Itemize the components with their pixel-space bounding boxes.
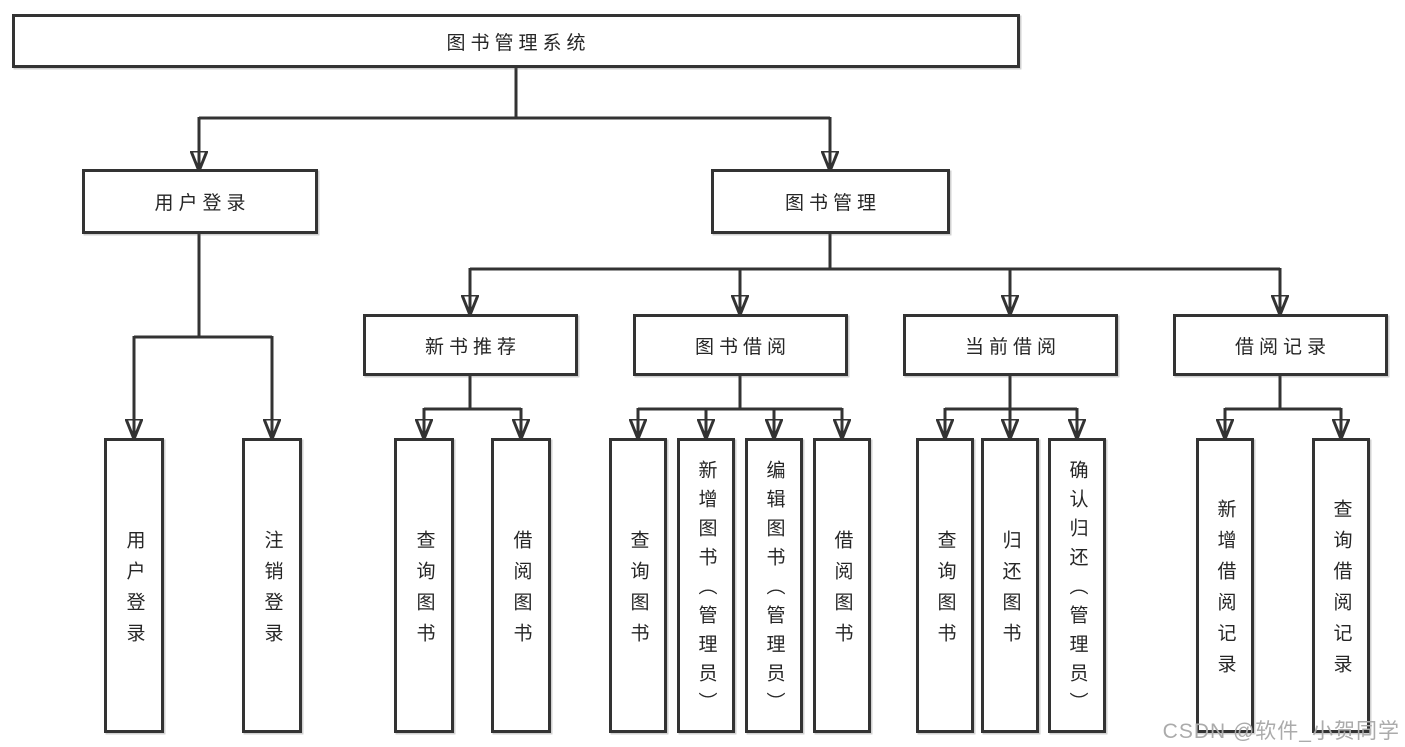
node-borrowing-records: 借阅记录 — [1173, 314, 1388, 376]
node-label: 确认归还（管理员） — [1066, 460, 1088, 721]
leaf-logout: 注销登录 — [242, 438, 302, 733]
node-book-borrowing: 图书借阅 — [633, 314, 848, 376]
node-label: 借阅图书 — [831, 529, 853, 654]
node-current-borrowing: 当前借阅 — [903, 314, 1118, 376]
node-label: 查询图书 — [934, 529, 956, 654]
node-label: 编辑图书（管理员） — [763, 460, 785, 721]
connector-book-management-to-level3 — [470, 232, 1280, 315]
node-label: 新增借阅记录 — [1214, 498, 1236, 685]
node-label: 用户登录 — [154, 193, 251, 214]
node-new-book-recommend: 新书推荐 — [363, 314, 578, 376]
leaf-user-login: 用户登录 — [104, 438, 164, 733]
node-label: 借阅记录 — [1234, 336, 1331, 358]
node-library-system: 图书管理系统 — [12, 14, 1020, 68]
leaf-cb-return-books: 归还图书 — [981, 438, 1039, 733]
leaf-cb-confirm-return-admin: 确认归还（管理员） — [1048, 438, 1106, 733]
connector-new-book-recommend-to-leaves — [424, 374, 521, 439]
node-label: 用户登录 — [123, 529, 145, 654]
connector-borrowing-records-to-leaves — [1225, 374, 1341, 439]
leaf-br-add-record: 新增借阅记录 — [1196, 438, 1254, 733]
leaf-nb-borrow-books: 借阅图书 — [491, 438, 551, 733]
node-label: 借阅图书 — [510, 529, 532, 654]
leaf-bb-add-books-admin: 新增图书（管理员） — [677, 438, 735, 733]
leaf-bb-query-books: 查询图书 — [609, 438, 667, 733]
leaf-bb-borrow-books: 借阅图书 — [813, 438, 871, 733]
leaf-cb-query-books: 查询图书 — [916, 438, 974, 733]
connector-current-borrowing-to-leaves — [945, 374, 1077, 439]
node-user-login: 用户登录 — [82, 169, 318, 234]
node-label: 注销登录 — [261, 529, 283, 654]
node-label: 查询借阅记录 — [1330, 498, 1352, 685]
node-book-management: 图书管理 — [711, 169, 950, 234]
node-label: 图书管理 — [784, 193, 881, 214]
connector-user-login-to-leaves — [134, 232, 272, 439]
leaf-bb-edit-books-admin: 编辑图书（管理员） — [745, 438, 803, 733]
node-label: 新增图书（管理员） — [695, 460, 717, 721]
connector-root-to-level2 — [199, 66, 830, 171]
node-label: 图书借阅 — [694, 336, 791, 358]
node-label: 图书管理系统 — [446, 32, 591, 54]
node-label: 归还图书 — [999, 529, 1021, 654]
node-label: 当前借阅 — [964, 336, 1061, 358]
connector-book-borrowing-to-leaves — [638, 374, 842, 439]
csdn-watermark: CSDN @软件_小贺同学 — [1162, 720, 1400, 743]
node-label: 查询图书 — [413, 529, 435, 654]
node-label: 新书推荐 — [424, 336, 521, 358]
leaf-br-query-record: 查询借阅记录 — [1312, 438, 1370, 733]
node-label: 查询图书 — [627, 529, 649, 654]
leaf-nb-query-books: 查询图书 — [394, 438, 454, 733]
